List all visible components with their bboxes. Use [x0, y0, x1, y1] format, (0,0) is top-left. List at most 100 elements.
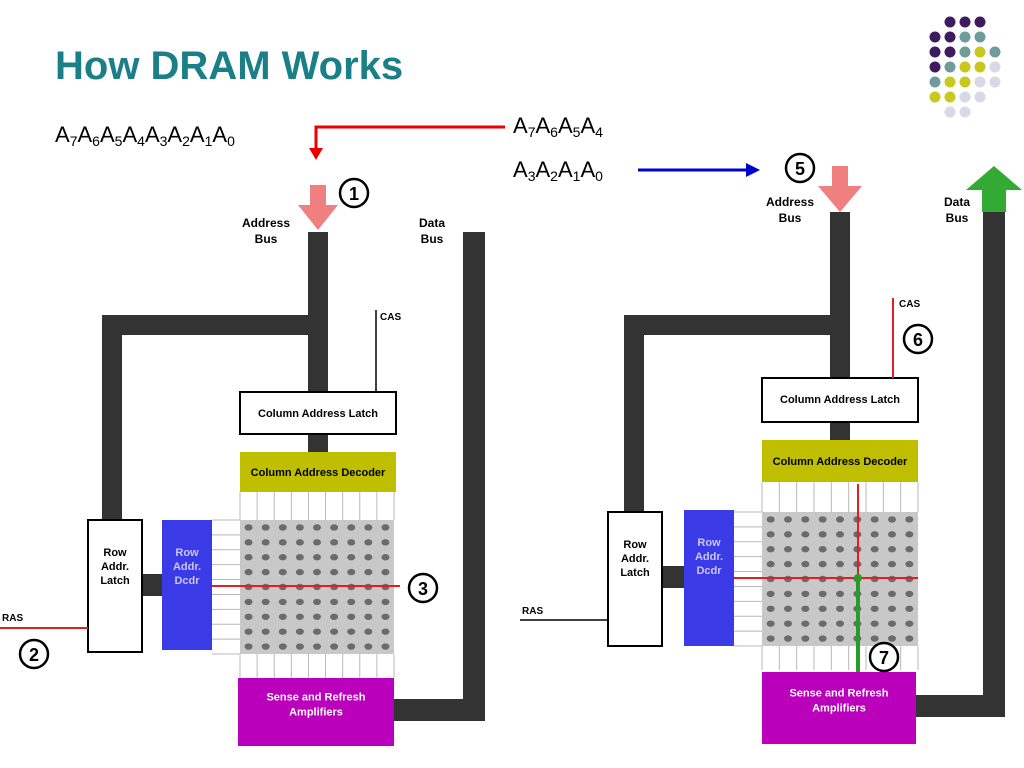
memory-cell	[261, 628, 270, 635]
decorative-dot	[959, 76, 971, 88]
memory-cell	[818, 590, 827, 598]
memory-cell	[818, 605, 827, 612]
memory-cell	[330, 568, 339, 576]
decorative-dot	[959, 106, 971, 118]
decorative-dot	[989, 76, 1001, 88]
memory-cell	[364, 568, 373, 576]
memory-cell	[801, 605, 810, 612]
memory-cell	[905, 590, 914, 598]
memory-cell	[330, 539, 339, 546]
memory-cell	[295, 524, 304, 531]
memory-cell	[381, 554, 390, 561]
decorative-dot	[959, 61, 971, 73]
memory-cell	[244, 539, 253, 546]
decorative-dot	[959, 31, 971, 43]
memory-cell	[330, 598, 339, 606]
memory-cell	[278, 613, 287, 620]
memory-cell	[836, 516, 844, 523]
memory-cell	[888, 635, 896, 642]
memory-cell	[836, 590, 844, 598]
right-column-latch-label: Column Address Latch	[780, 394, 900, 406]
memory-cell	[888, 620, 896, 627]
memory-cell	[313, 598, 321, 606]
memory-cell	[278, 539, 287, 546]
memory-cell	[278, 554, 287, 561]
decorative-dot	[929, 61, 941, 73]
left-step-marker-3: 3	[407, 572, 439, 604]
decorative-dot	[974, 46, 986, 58]
memory-cell	[347, 539, 356, 546]
memory-cell	[295, 568, 304, 576]
memory-cell	[784, 605, 792, 612]
left-column-decoder-label: Column Address Decoder	[251, 467, 386, 479]
memory-cell	[364, 628, 373, 635]
decorative-dot	[959, 16, 971, 28]
memory-cell	[766, 531, 775, 538]
memory-cell	[295, 554, 304, 561]
memory-cell	[905, 531, 914, 538]
memory-cell	[244, 568, 253, 576]
decorative-dot	[944, 46, 956, 58]
memory-cell	[364, 554, 373, 561]
memory-cell	[888, 531, 896, 538]
memory-cell	[818, 516, 827, 523]
memory-cell	[313, 568, 321, 576]
right-ras-label: RAS	[522, 606, 543, 617]
memory-cell	[905, 605, 914, 612]
left-step-marker-2: 2	[18, 638, 50, 670]
decorative-dot	[944, 61, 956, 73]
memory-cell	[313, 643, 321, 650]
left-data-bus	[394, 232, 485, 721]
memory-cell	[888, 546, 896, 553]
right-data-bus	[914, 212, 1005, 717]
memory-cell	[784, 531, 792, 538]
memory-cell	[801, 635, 810, 642]
right-column-decoder	[762, 440, 918, 482]
right-data-out-arrow	[966, 166, 1022, 212]
memory-cell	[313, 539, 321, 546]
memory-cell	[870, 560, 879, 568]
memory-cell	[261, 539, 270, 546]
decorative-dot	[974, 31, 986, 43]
memory-cell	[313, 524, 321, 531]
decorative-dot	[974, 16, 986, 28]
memory-cell	[801, 590, 810, 598]
memory-cell	[905, 635, 914, 642]
memory-cell	[836, 546, 844, 553]
slide-title: How DRAM Works	[55, 44, 404, 88]
memory-cell	[784, 620, 792, 627]
memory-cell	[870, 605, 879, 612]
memory-cell	[330, 643, 339, 650]
decorative-dot	[944, 91, 956, 103]
low-bits-label: A3A2A1A0	[513, 157, 603, 184]
memory-cell	[905, 560, 914, 568]
memory-cell	[766, 620, 775, 627]
memory-cell	[295, 628, 304, 635]
memory-cell	[888, 590, 896, 598]
memory-cell	[818, 620, 827, 627]
memory-cell	[870, 620, 879, 627]
memory-cell	[278, 643, 287, 650]
left-row-decoder	[162, 520, 212, 650]
memory-cell	[330, 613, 339, 620]
svg-text:2: 2	[29, 645, 39, 665]
memory-cell	[801, 620, 810, 627]
memory-cell	[261, 554, 270, 561]
decorative-dot	[974, 76, 986, 88]
svg-text:3: 3	[418, 579, 428, 599]
memory-cell	[766, 605, 775, 612]
memory-cell	[381, 539, 390, 546]
left-latch-decoder-link	[142, 574, 162, 596]
memory-cell	[347, 524, 356, 531]
memory-cell	[330, 524, 339, 531]
decorative-dot	[944, 31, 956, 43]
memory-cell	[870, 516, 879, 523]
memory-cell	[381, 613, 390, 620]
memory-cell	[313, 554, 321, 561]
memory-cell	[347, 598, 356, 606]
